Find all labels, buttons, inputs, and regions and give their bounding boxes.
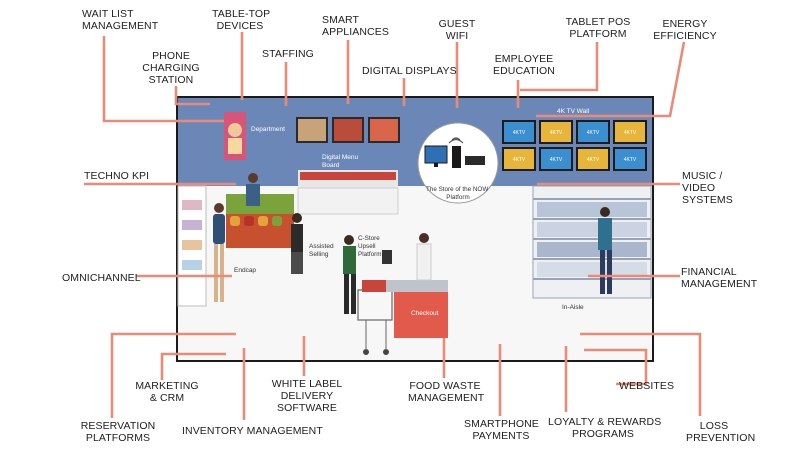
label-reservation-platforms: RESERVATION PLATFORMS [80,420,156,444]
label-smart-appliances: SMART APPLIANCES [322,14,389,38]
endcap-label: Endcap [234,267,256,274]
tv-screen-content [578,122,608,142]
connector-energy-efficiency [536,41,686,118]
label-food-waste: FOOD WASTE MANAGEMENT [408,380,485,404]
cstore-line-2: Upsell [358,243,376,250]
checkout-label: Checkout [411,310,439,317]
tv-screen-content [615,122,645,142]
poster-face [228,123,242,137]
connector-tablet-pos [520,42,599,92]
label-energy-efficiency: ENERGY EFFICIENCY [653,18,717,42]
cstore-line-1: C-Store [358,235,380,242]
now-line-1: The Store of the NOW [426,186,488,193]
label-music-video: MUSIC / VIDEO SYSTEMS [682,170,733,206]
label-omnichannel: OMNICHANNEL [62,272,141,284]
label-techno-kpi: TECHNO KPI [84,170,150,182]
department-label: Department [251,126,285,133]
endcap-shelves [177,185,207,307]
connector-lines [84,32,702,420]
label-inventory-management: INVENTORY MANAGEMENT [182,425,323,437]
shopper-left [213,203,225,302]
label-guest-wifi: GUEST WIFI [438,18,476,42]
tv-brand-label: 4KTV [624,157,637,163]
tv-brand-label: 4KTV [587,130,600,136]
label-loss-prevention: LOSS PREVENTION [686,420,756,444]
cstore-upsell-label: C-Store Upsell Platform [358,235,381,258]
tv-screen-content [504,122,534,142]
label-staffing: STAFFING [262,48,314,60]
tv-brand-label: 4KTV [624,130,637,136]
label-smartphone-payments: SMARTPHONE PAYMENTS [464,418,539,442]
assisted-line-1: Assisted [309,243,334,250]
label-digital-displays: DIGITAL DISPLAYS [362,65,457,77]
now-line-2: Platform [446,194,469,201]
customer-with-cart [343,235,393,355]
menu-board-line-1: Digital Menu [322,154,359,161]
connector-wait-list [102,36,224,123]
assisted-selling-label: Assisted Selling [309,243,335,258]
label-white-label-delivery: WHITE LABEL DELIVERY SOFTWARE [271,378,343,414]
tv-screen-content [578,149,608,169]
label-financial-management: FINANCIAL MANAGEMENT [681,266,758,290]
connector-loss-prevention [580,332,702,416]
label-phone-charging: PHONE CHARGING STATION [142,50,200,86]
label-wait-list: WAIT LIST MANAGEMENT [82,8,159,32]
tv-wall: 4KTV 4KTV 4KTV 4KTV 4KTV 4KTV 4KTV 4KTV [502,120,647,171]
clerk-produce [246,173,260,206]
monitor-icon [424,145,448,164]
now-platform-label: The Store of the NOW Platform [426,186,490,201]
shopper-right [598,207,612,294]
connector-phone-charging [174,86,210,106]
label-tablet-pos: TABLET POS PLATFORM [565,16,631,40]
router-icon [465,156,485,165]
in-aisle-shelves [532,185,652,299]
tv-screen-content [504,149,534,169]
connector-marketing-crm [160,352,226,380]
assisted-line-2: Selling [309,251,329,258]
menu-board-line-2: Board [322,162,340,169]
tv-brand-label: 4KTV [587,157,600,163]
checkout-counter [382,233,448,338]
tv-wall-label: 4K TV Wall [557,108,590,115]
label-websites: WEBSITES [619,380,675,392]
tv-brand-label: 4KTV [550,130,563,136]
wifi-icon [448,137,464,144]
tv-screen-content [541,122,571,142]
digital-menu-board [296,117,400,143]
connector-websites [584,348,648,386]
cstore-line-3: Platform [358,251,381,258]
tv-screen-content [541,149,571,169]
label-marketing-crm: MARKETING & CRM [135,380,199,404]
tv-screen-content [615,149,645,169]
label-employee-education: EMPLOYEE EDUCATION [493,53,555,77]
label-loyalty-rewards: LOYALTY & REWARDS PROGRAMS [548,416,662,440]
connector-reservation [110,332,236,418]
tv-brand-label: 4KTV [513,130,526,136]
tv-brand-label: 4KTV [550,157,563,163]
in-aisle-label: In-Aisle [562,304,584,311]
label-table-top-devices: TABLE-TOP DEVICES [212,8,271,32]
tower-icon [452,146,461,168]
assisted-selling-clerk [291,213,303,274]
tv-brand-label: 4KTV [513,157,526,163]
menu-board-label: Digital Menu Board [322,154,360,169]
